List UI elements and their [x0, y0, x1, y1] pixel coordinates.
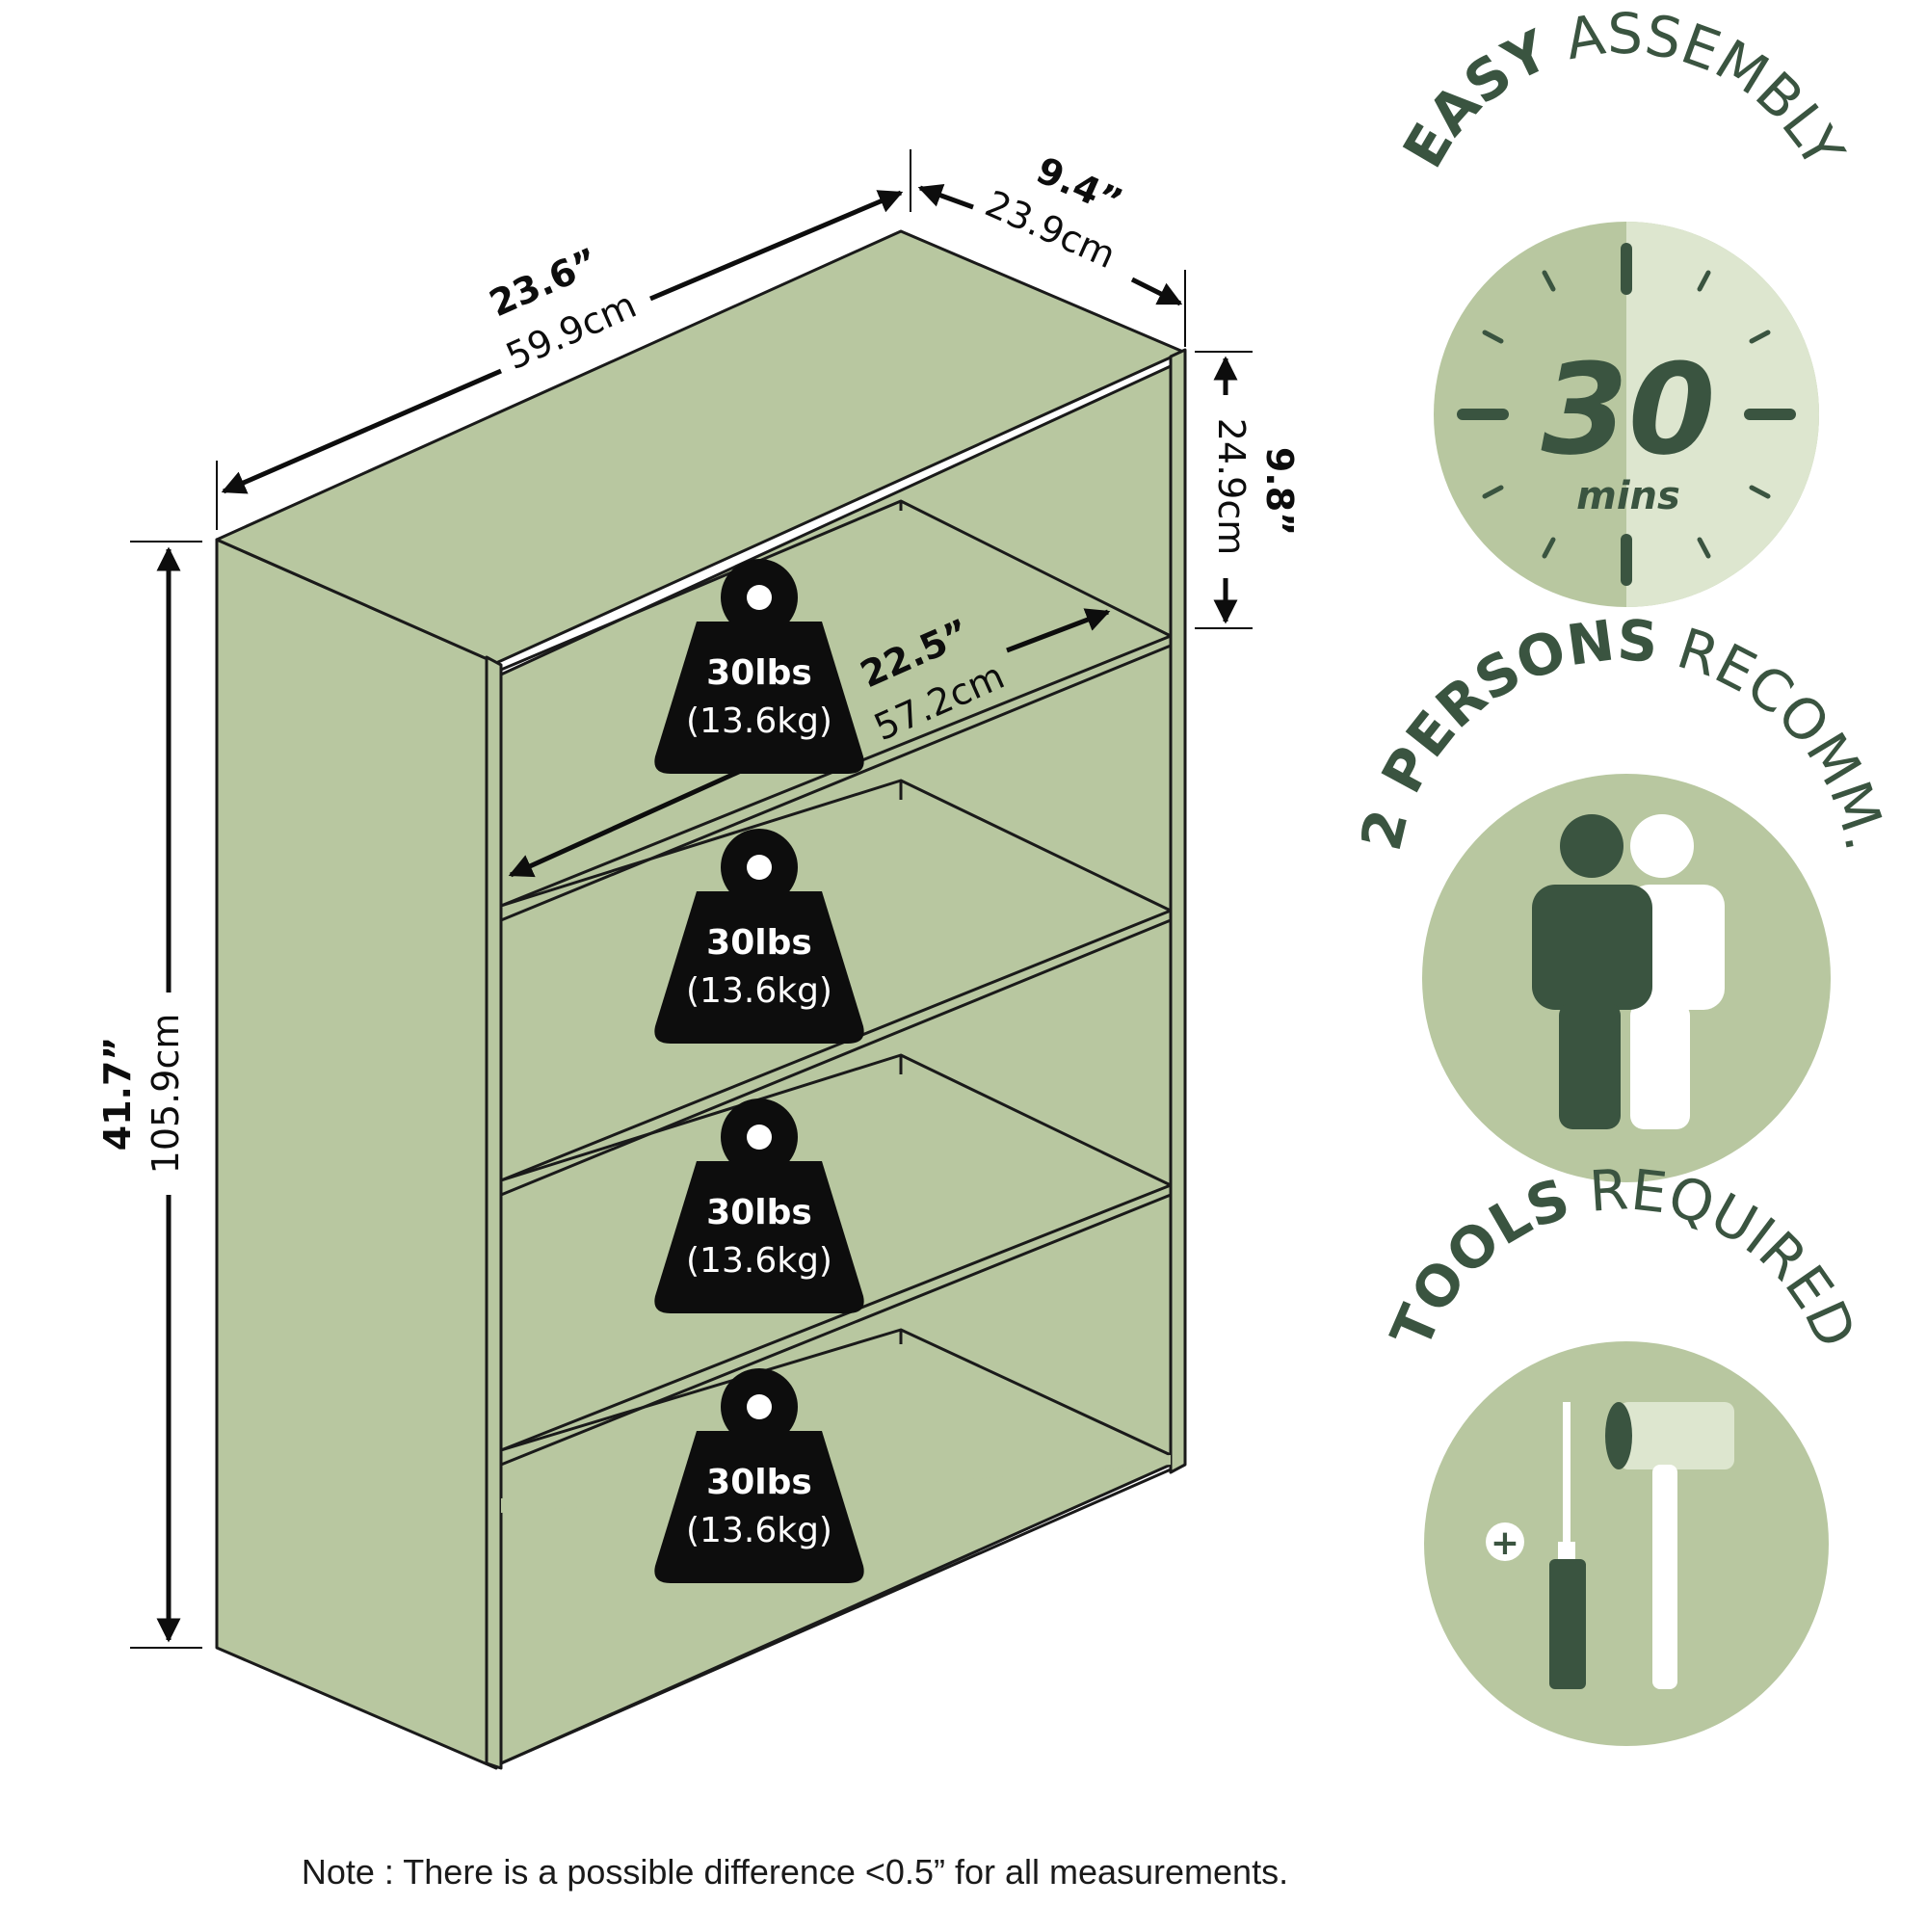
tools-badge: TOOLS REQUIRED + [1378, 1156, 1869, 1746]
weight-body [654, 1431, 864, 1583]
weight-icon: 30lbs (13.6kg) [654, 829, 864, 1044]
measurement-note: Note : There is a possible difference <0… [302, 1852, 1288, 1892]
weight-handle-hole [747, 1394, 772, 1419]
tools-title-rest: REQUIRED [1563, 1156, 1869, 1357]
shelf-right-edge [1169, 348, 1187, 1474]
weight-lbs-label: 30lbs [706, 653, 812, 693]
assembly-time-unit: mins [1576, 474, 1680, 518]
weight-lbs-label: 30lbs [706, 1463, 812, 1502]
weight-handle-hole [747, 855, 772, 880]
shelf-board-2 [499, 779, 1173, 1197]
shelf-front-left-edge [485, 655, 503, 1770]
weight-body [654, 622, 864, 774]
assembly-badge: EASY ASSEMBLY 30 mins [1390, 1, 1857, 607]
shelf-gap-inches-label: 9.8” [1258, 447, 1301, 536]
weight-kg-label: (13.6kg) [686, 701, 832, 741]
inner-width-arrow-left [508, 763, 753, 878]
shelf-left-side-panel [215, 538, 498, 1770]
assembly-title-rest: ASSEMBLY [1537, 1, 1857, 179]
weight-kg-label: (13.6kg) [686, 1511, 832, 1550]
weight-handle-hole [747, 1125, 772, 1150]
weight-handle-hole [747, 585, 772, 610]
weight-icon: 30lbs (13.6kg) [654, 1368, 864, 1583]
assembly-title-bold: EASY [1390, 17, 1559, 178]
tools-badge-circle [1424, 1341, 1829, 1746]
weight-lbs-label: 30lbs [706, 1193, 812, 1232]
mallet-icon [1605, 1402, 1734, 1689]
tools-badge-title: TOOLS REQUIRED [1378, 1156, 1868, 1357]
phillips-plus-icon: + [1486, 1522, 1524, 1563]
shelf-gap-cm-label: 24.9cm [1210, 418, 1253, 556]
persons-badge: 2 PERSONS RECOMM. [1348, 607, 1899, 1182]
weight-icon: 30lbs (13.6kg) [654, 1098, 864, 1313]
phillips-plus-glyph: + [1491, 1523, 1519, 1563]
inner-width-arrow-right [1006, 608, 1111, 653]
assembly-time-number: 30 [1542, 336, 1716, 483]
person-dark-icon [1532, 814, 1652, 1129]
bookshelf [215, 229, 1187, 1770]
dimension-lines [130, 149, 1253, 1649]
weight-kg-label: (13.6kg) [686, 971, 832, 1011]
screwdriver-icon [1549, 1402, 1586, 1689]
height-cm-label: 105.9cm [145, 1014, 187, 1175]
tools-title-bold: TOOLS [1378, 1166, 1577, 1358]
height-inches-label: 41.7” [96, 1037, 139, 1151]
weight-capacity-icons: 30lbs(13.6kg)30lbs(13.6kg)30lbs(13.6kg)3… [654, 559, 864, 1583]
weight-body [654, 891, 864, 1044]
clock-face-right [1626, 222, 1819, 607]
clock-icon [1457, 243, 1796, 586]
width-arrow-right [649, 190, 904, 302]
assembly-badge-title: EASY ASSEMBLY [1390, 1, 1857, 179]
weight-icon: 30lbs (13.6kg) [654, 559, 864, 774]
shelf-board-3 [499, 1053, 1173, 1467]
weight-body [654, 1161, 864, 1313]
shelf-bottom-edge [500, 1468, 1172, 1765]
width-arrow-left [221, 368, 502, 494]
depth-arrow-right [1130, 277, 1183, 306]
weight-kg-label: (13.6kg) [686, 1241, 832, 1281]
weight-lbs-label: 30lbs [706, 923, 812, 963]
depth-arrow-left [917, 183, 974, 210]
shelf-board-1 [499, 499, 1173, 922]
